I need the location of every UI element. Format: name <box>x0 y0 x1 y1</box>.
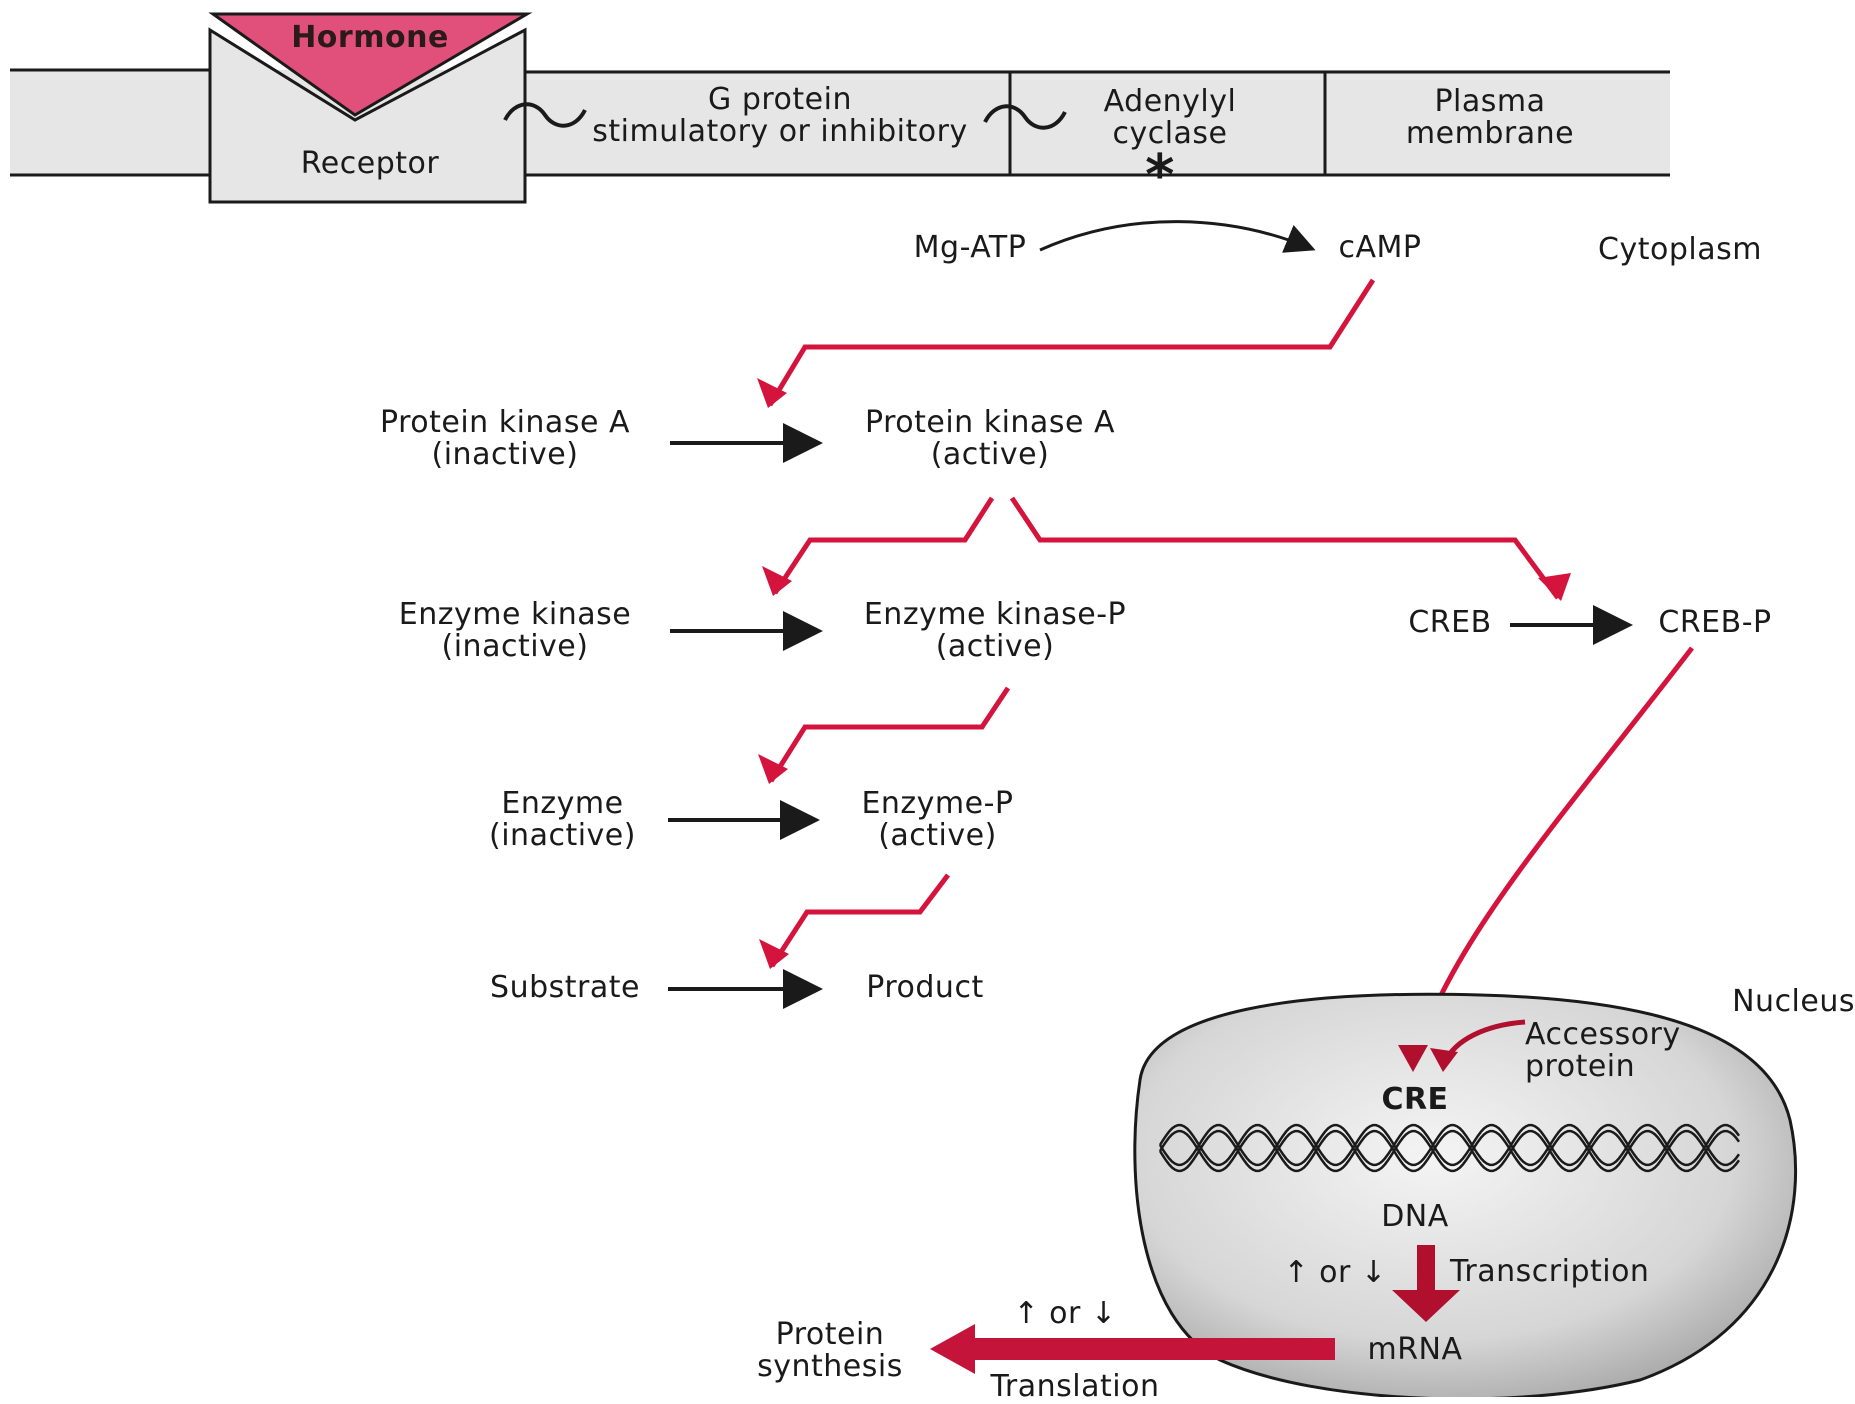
accessory-protein-label-line1: Accessory <box>1525 1017 1681 1052</box>
hormone-shape <box>208 12 533 117</box>
transcription-updown-label: ↑ or ↓ <box>1283 1255 1387 1290</box>
enzyme-inactive-label-line2: (inactive) <box>489 818 636 853</box>
mg-atp-label: Mg-ATP <box>913 230 1027 265</box>
activation-asterisk: * <box>1145 143 1175 208</box>
substrate-label: Substrate <box>490 970 640 1005</box>
accessory-arrowhead <box>1430 1048 1458 1072</box>
hormone-label: Hormone <box>291 20 449 55</box>
pka-inactive-label-line2: (inactive) <box>431 437 579 472</box>
coupling-tilde-2 <box>983 104 1067 130</box>
pka-to-creb-arrow <box>1009 496 1561 600</box>
plasma-membrane-label-line2: membrane <box>1405 116 1575 151</box>
enzyme-kinase-to-enzyme-arrow <box>768 686 1011 783</box>
nucleus-label: Nucleus <box>1732 984 1855 1019</box>
pka-active-label-line1: Protein kinase A <box>865 405 1115 440</box>
creb-label: CREB <box>1408 605 1492 640</box>
enzyme-active-label-line2: (active) <box>878 818 997 853</box>
receptor-shape <box>208 27 527 204</box>
red-pathway <box>767 278 1694 1066</box>
mrna-label: mRNA <box>1367 1332 1463 1367</box>
black-conversion-arrows <box>668 423 1633 1009</box>
pka-inactive-label-line1: Protein kinase A <box>380 405 630 440</box>
adenylyl-cyclase-label-line1: Adenylyl <box>1103 84 1237 119</box>
transcription-label: Transcription <box>1450 1254 1650 1289</box>
enzyme-kinase-inactive-label-line1: Enzyme kinase <box>398 597 632 632</box>
enzyme-kinase-active-label-line1: Enzyme kinase-P <box>863 597 1127 632</box>
translation-updown-label: ↑ or ↓ <box>1013 1296 1117 1331</box>
g-protein-label-line1: G protein <box>708 82 852 117</box>
atp-to-camp-arrow <box>1039 220 1316 253</box>
cre-arrowhead <box>1398 1045 1428 1072</box>
dna-label: DNA <box>1381 1199 1449 1234</box>
transcription-arrow <box>1392 1245 1460 1322</box>
enzyme-to-substrate-arrow <box>769 873 950 968</box>
product-label: Product <box>866 970 984 1005</box>
creb-p-label: CREB-P <box>1658 605 1772 640</box>
camp-to-pka-arrow <box>767 278 1376 407</box>
accessory-protein-label-line2: protein <box>1525 1049 1636 1084</box>
coupling-tilde-1 <box>503 102 587 128</box>
cre-label: CRE <box>1381 1082 1449 1117</box>
adenylyl-cyclase-label-line2: cyclase <box>1112 116 1228 151</box>
receptor-label: Receptor <box>300 146 440 181</box>
translation-label: Translation <box>990 1369 1160 1404</box>
protein-synthesis-label-line1: Protein <box>775 1317 885 1352</box>
pka-active-label-line2: (active) <box>930 437 1050 472</box>
translation-arrow <box>930 1324 1335 1374</box>
g-protein-label-line2: stimulatory or inhibitory <box>592 114 968 149</box>
enzyme-inactive-label-line1: Enzyme <box>501 786 624 821</box>
red-arrowheads <box>757 378 1571 969</box>
plasma-membrane-label-line1: Plasma <box>1434 84 1546 119</box>
camp-label: cAMP <box>1338 230 1422 265</box>
dna-helix <box>1158 1123 1740 1173</box>
cytoplasm-label: Cytoplasm <box>1598 232 1762 267</box>
pka-to-enzyme-kinase-arrow <box>772 496 995 595</box>
enzyme-kinase-inactive-label-line2: (inactive) <box>441 629 589 664</box>
enzyme-active-label-line1: Enzyme-P <box>861 786 1014 821</box>
protein-synthesis-label-line2: synthesis <box>757 1349 903 1384</box>
enzyme-kinase-active-label-line2: (active) <box>935 629 1055 664</box>
